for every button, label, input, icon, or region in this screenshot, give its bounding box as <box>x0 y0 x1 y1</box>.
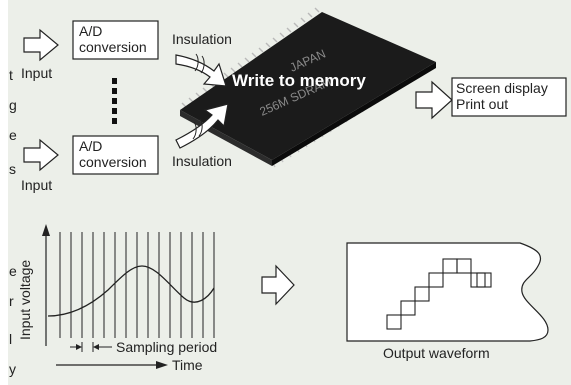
side-glyph: y <box>9 361 16 377</box>
y-axis-arrowhead <box>42 224 50 236</box>
side-glyph: e <box>9 263 17 279</box>
side-glyph: s <box>9 161 16 177</box>
chip-main-label: Write to memory <box>232 71 366 90</box>
side-glyph: l <box>9 331 12 347</box>
sampling-lines <box>59 232 215 338</box>
adc-box <box>72 135 159 175</box>
x-axis-arrowhead <box>156 361 168 369</box>
chip-body <box>180 12 436 160</box>
output-box <box>451 77 567 117</box>
chip-edge <box>272 62 436 166</box>
adc-label-line2: conversion <box>79 39 147 55</box>
side-glyph: e <box>9 127 17 143</box>
paper-sheet <box>346 242 549 342</box>
conversion-arrow-icon <box>261 264 295 306</box>
y-axis-label: Input voltage <box>17 260 33 340</box>
sampling-period-label: Sampling period <box>116 339 217 355</box>
output-arrow-icon <box>415 80 453 120</box>
output-label-line2: Print out <box>456 96 508 112</box>
insulation-arrow-icon <box>175 103 229 149</box>
output-label-line1: Screen display <box>456 80 548 96</box>
side-glyph: g <box>9 97 17 113</box>
memory-chip: JAPAN 256M SDRAM Write to memory <box>180 7 436 168</box>
insulation-label: Insulation <box>172 153 232 169</box>
insulation-label: Insulation <box>172 31 232 47</box>
input-label: Input <box>21 65 52 81</box>
stepped-waveform <box>386 258 492 330</box>
side-glyph: r <box>9 293 14 309</box>
adc-label-line2: conversion <box>79 154 147 170</box>
input-arrow-icon <box>23 138 59 172</box>
input-signal-curve <box>47 265 215 317</box>
output-waveform: Output waveform <box>346 242 549 361</box>
left-margin-strip <box>0 0 8 385</box>
input-arrow-icon <box>23 28 59 62</box>
adc-label-line1: A/D <box>79 23 102 39</box>
adc-box <box>72 20 159 60</box>
insulation-arrow-icon <box>175 53 227 87</box>
x-axis-label: Time <box>172 357 203 373</box>
side-glyph: t <box>9 67 13 83</box>
sampling-graph: Input voltage <box>17 224 217 373</box>
adc-label-line1: A/D <box>79 138 102 154</box>
ellipsis-dots <box>112 78 117 124</box>
side-glyphs: t g e s e r l y <box>9 67 17 377</box>
input-label: Input <box>21 177 52 193</box>
output-waveform-label: Output waveform <box>383 345 490 361</box>
